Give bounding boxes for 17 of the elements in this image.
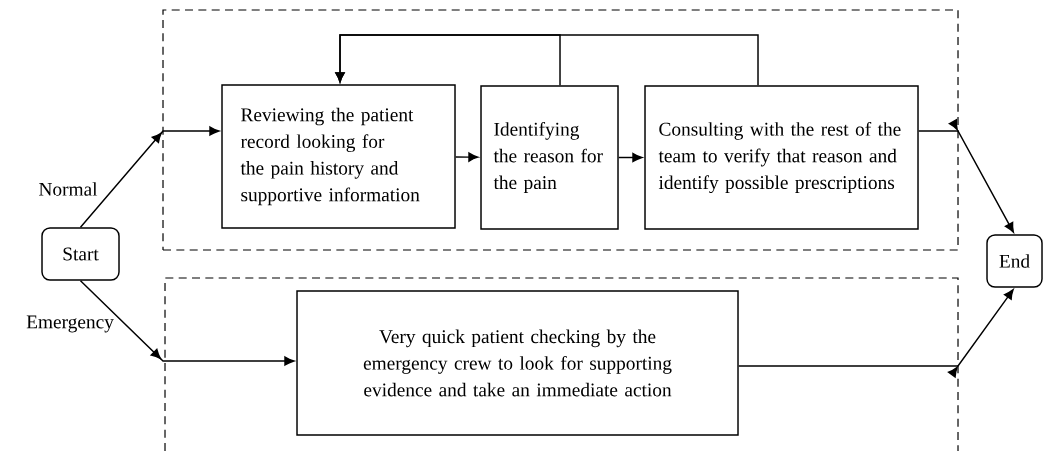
arrow [455, 152, 479, 162]
terminal-box: Start [41, 227, 120, 281]
edge-label: Emergency [26, 315, 114, 333]
dashed-group-box [164, 277, 959, 451]
arrow [335, 34, 759, 86]
arrow [79, 126, 220, 228]
process-box: Very quick patient checking by the emergency crew to look for supporting evidence and take an immediate action [296, 290, 739, 436]
terminal-box: End [986, 234, 1043, 288]
process-box: Identifying the reason for the pain [480, 85, 619, 230]
process-box: Reviewing the patient record looking for the pain history and supportive information [221, 84, 456, 229]
arrow [918, 119, 1014, 233]
process-box: Consulting with the rest of the team to verify that reason and identify possible prescriptions [644, 85, 919, 230]
edge-label: Normal [39, 182, 98, 196]
dashed-group-box [162, 9, 959, 251]
arrow [618, 152, 643, 163]
arrow [738, 289, 1014, 378]
arrow [79, 280, 295, 366]
